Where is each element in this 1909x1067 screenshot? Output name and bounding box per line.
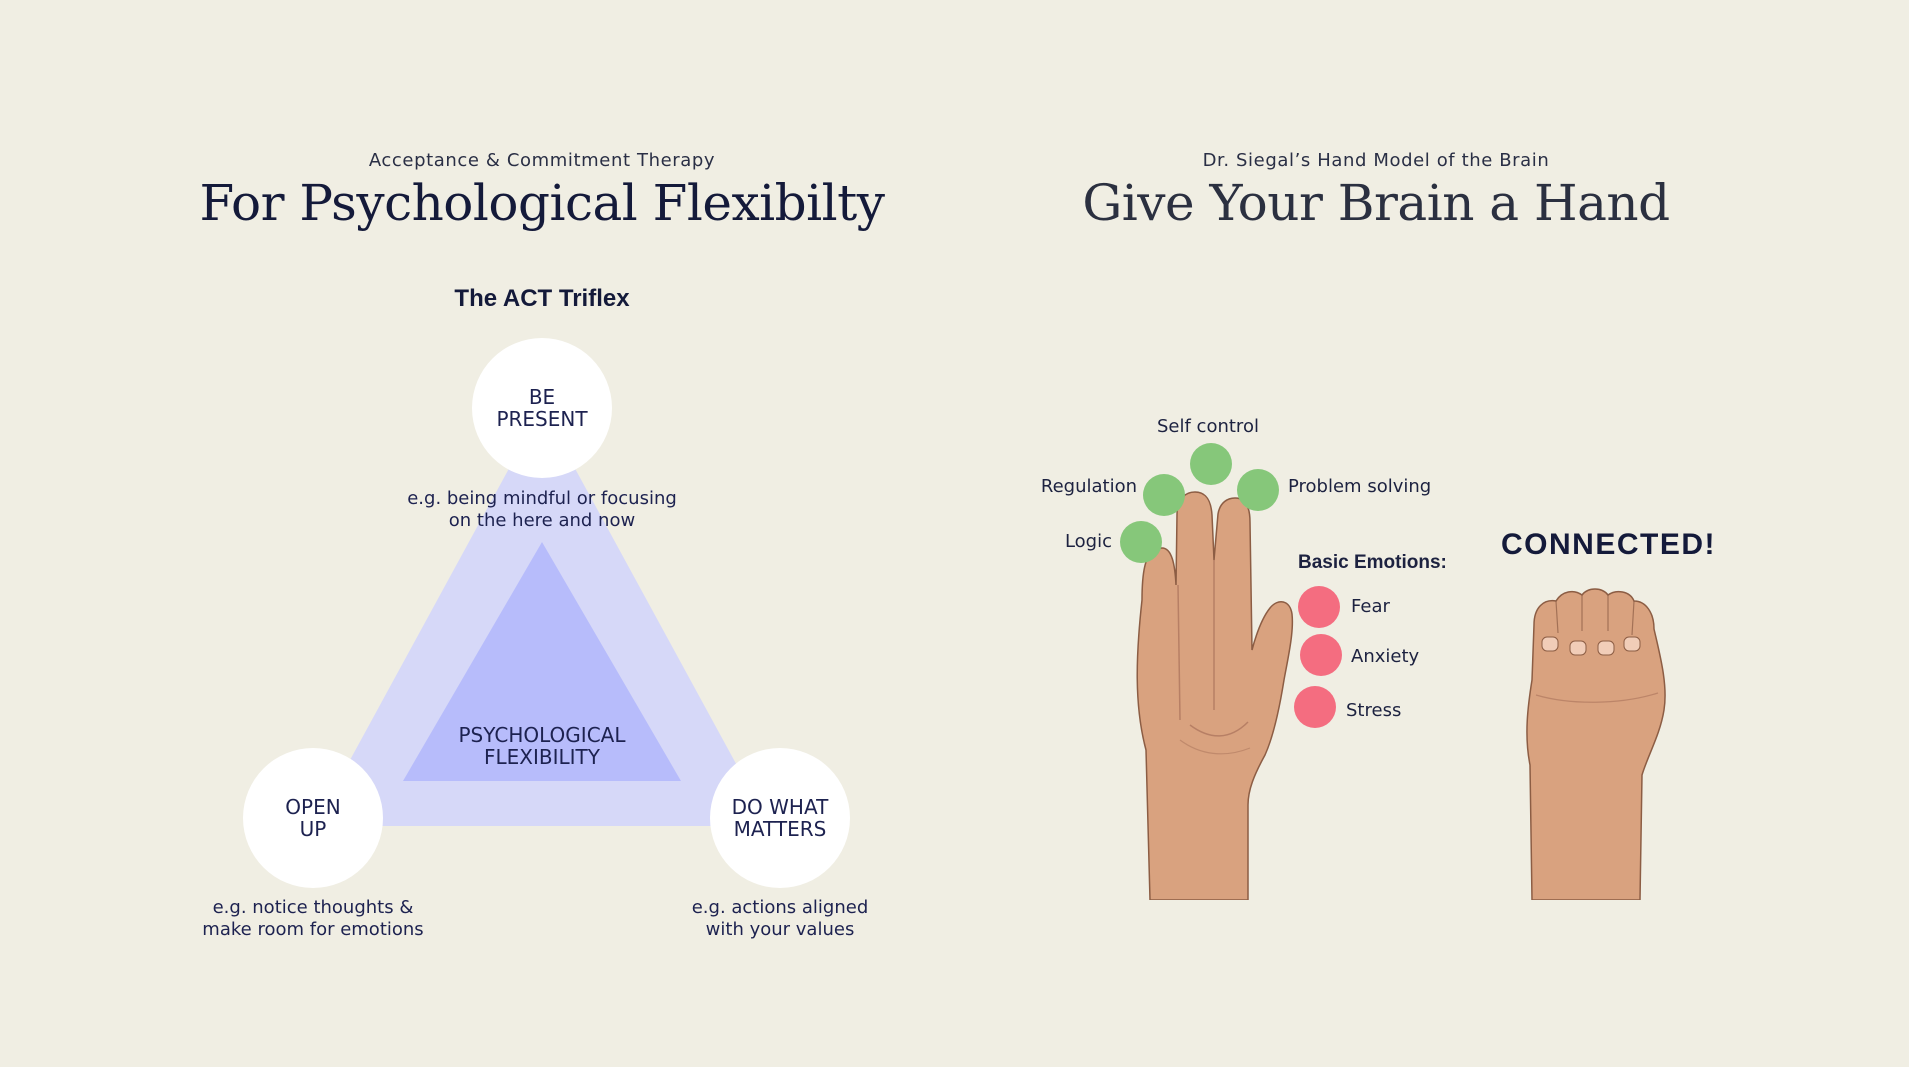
node-be-present: BE PRESENT	[472, 338, 612, 478]
label-fear: Fear	[1351, 596, 1390, 617]
right-headline: Give Your Brain a Hand	[1082, 174, 1670, 232]
left-headline: For Psychological Flexibilty	[199, 174, 885, 232]
label-self-control: Self control	[1157, 416, 1259, 437]
node-open-up: OPEN UP	[243, 748, 383, 888]
diagram-title: The ACT Triflex	[454, 285, 630, 312]
dot-fear	[1298, 586, 1340, 628]
fist-illustration	[1526, 588, 1666, 900]
label-anxiety: Anxiety	[1351, 646, 1420, 667]
node-do-what-matters: DO WHAT MATTERS	[710, 748, 850, 888]
dot-self-control	[1190, 443, 1232, 485]
example-do-what-matters: e.g. actions aligned with your values	[691, 897, 869, 940]
connected-label: CONNECTED!	[1501, 528, 1716, 561]
dot-logic	[1120, 521, 1162, 563]
fist-shape	[1526, 588, 1666, 900]
dot-regulation	[1143, 474, 1185, 516]
right-kicker: Dr. Siegal’s Hand Model of the Brain	[1202, 150, 1550, 171]
label-problem-solving: Problem solving	[1288, 476, 1432, 497]
center-label: PSYCHOLOGICAL FLEXIBILITY	[458, 723, 626, 769]
open-hand-illustration	[1136, 491, 1294, 900]
inner-triangle	[403, 542, 681, 781]
dot-anxiety	[1300, 634, 1342, 676]
emotions-title: Basic Emotions:	[1298, 552, 1447, 573]
left-kicker: Acceptance & Commitment Therapy	[368, 150, 716, 171]
dot-problem-solving	[1237, 469, 1279, 511]
example-open-up: e.g. notice thoughts & make room for emo…	[202, 897, 424, 940]
label-logic: Logic	[1064, 531, 1112, 552]
example-be-present: e.g. being mindful or focusing on the he…	[407, 488, 677, 531]
label-regulation: Regulation	[1040, 476, 1137, 497]
label-stress: Stress	[1346, 700, 1402, 721]
open-hand-shape	[1136, 491, 1294, 900]
dot-stress	[1294, 686, 1336, 728]
